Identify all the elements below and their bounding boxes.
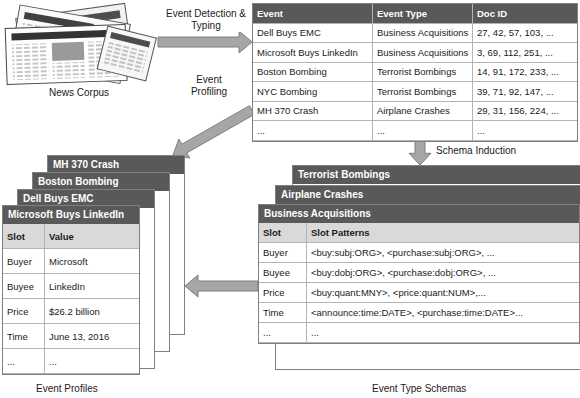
newspaper-illustration: [0, 0, 160, 88]
table-cell: Dell Buys EMC: [253, 24, 373, 43]
table-cell: Buyee: [259, 263, 307, 282]
table-cell: ...: [259, 323, 307, 342]
table-row: Buyee<buy:dobj:ORG>, <purchase:dobj:ORG>…: [259, 263, 579, 283]
table-row: Price<buy:quant:MNY>, <price:quant:NUM>,…: [259, 283, 579, 303]
table-row: BuyeeLinkedIn: [3, 274, 139, 299]
table-row: MH 370 CrashAirplane Crashes29, 31, 156,…: [253, 102, 577, 122]
table-cell: Boston Bombing: [253, 63, 373, 82]
block-arrow: [158, 31, 252, 53]
header-cell: Event: [253, 4, 373, 23]
table-row: Dell Buys EMCBusiness Acquisitions27, 42…: [253, 24, 577, 44]
table-row: BuyerMicrosoft: [3, 249, 139, 274]
table-card: Microsoft Buys LinkedInSlotValueBuyerMic…: [2, 205, 140, 375]
table-cell: MH 370 Crash: [253, 102, 373, 121]
table-row: ......: [3, 349, 139, 374]
table-card: Business AcquisitionsSlotSlot PatternsBu…: [258, 204, 580, 344]
card-title: Airplane Crashes: [276, 186, 580, 204]
table-cell: Terrorist Bombings: [373, 82, 473, 101]
table-cell: <announce:time:DATE>, <purchase:time:DAT…: [307, 303, 579, 322]
table-row: ......: [259, 323, 579, 343]
table-cell: Buyer: [3, 249, 45, 273]
header-cell: Slot: [259, 223, 307, 242]
table-cell: <buy:dobj:ORG>, <purchase:dobj:ORG>, ...: [307, 263, 579, 282]
table-cell: Business Acquisitions: [373, 43, 473, 62]
table-cell: Microsoft: [45, 249, 139, 273]
table-cell: <buy:subj:ORG>, <purchase:subj:ORG>, ...: [307, 243, 579, 262]
edge-label: Event Detection & Typing: [163, 8, 249, 32]
table-card: EventEvent TypeDoc IDDell Buys EMCBusine…: [252, 3, 578, 142]
card-title: Business Acquisitions: [259, 205, 579, 223]
header-cell: Slot Patterns: [307, 223, 579, 242]
table-cell: Airplane Crashes: [373, 102, 473, 121]
header-row: SlotSlot Patterns: [259, 223, 579, 243]
header-cell: Value: [45, 224, 139, 248]
table-cell: ...: [3, 349, 45, 373]
table-row: Microsoft Buys LinkedInBusiness Acquisit…: [253, 43, 577, 63]
table-cell: Microsoft Buys LinkedIn: [253, 43, 373, 62]
table-cell: Time: [3, 324, 45, 348]
card-title: Microsoft Buys LinkedIn: [3, 206, 139, 224]
table-cell: 39, 71, 92, 147, ...: [473, 82, 577, 101]
stack-caption: Event Profiles: [36, 383, 98, 394]
header-cell: Doc ID: [473, 4, 577, 23]
header-cell: Event Type: [373, 4, 473, 23]
table-cell: 3, 69, 112, 251, ...: [473, 43, 577, 62]
table-cell: June 13, 2016: [45, 324, 139, 348]
table-row: Time<announce:time:DATE>, <purchase:time…: [259, 303, 579, 323]
table-cell: LinkedIn: [45, 274, 139, 298]
table-cell: ...: [373, 121, 473, 140]
table-cell: <buy:quant:MNY>, <price:quant:NUM>,...: [307, 283, 579, 302]
table-cell: Buyee: [3, 274, 45, 298]
illustration-caption: News Corpus: [0, 87, 158, 98]
block-arrow: [173, 106, 255, 158]
table-cell: ...: [307, 323, 579, 342]
table-row: .........: [253, 121, 577, 141]
table-cell: Price: [259, 283, 307, 302]
edge-label: Event Profiling: [180, 74, 238, 98]
table-cell: 14, 91, 172, 233, ...: [473, 63, 577, 82]
table-cell: ...: [473, 121, 577, 140]
header-cell: Slot: [3, 224, 45, 248]
table-cell: ...: [45, 349, 139, 373]
table-cell: 29, 31, 156, 224, ...: [473, 102, 577, 121]
block-arrow: [409, 142, 431, 166]
table-cell: Terrorist Bombings: [373, 63, 473, 82]
table-cell: ...: [253, 121, 373, 140]
table-cell: Price: [3, 299, 45, 323]
header-row: EventEvent TypeDoc ID: [253, 4, 577, 24]
table-row: NYC BombingTerrorist Bombings39, 71, 92,…: [253, 82, 577, 102]
table-cell: 27, 42, 57, 103, ...: [473, 24, 577, 43]
stack-caption: Event Type Schemas: [372, 383, 466, 394]
table-row: TimeJune 13, 2016: [3, 324, 139, 349]
corpus-illustration: News Corpus: [0, 0, 158, 100]
table-cell: $26.2 billion: [45, 299, 139, 323]
card-title: Terrorist Bombings: [293, 166, 580, 184]
header-row: SlotValue: [3, 224, 139, 249]
edge-label: Schema Induction: [436, 145, 516, 157]
table-cell: Buyer: [259, 243, 307, 262]
table-row: Boston BombingTerrorist Bombings14, 91, …: [253, 63, 577, 83]
table-cell: NYC Bombing: [253, 82, 373, 101]
table-row: Price$26.2 billion: [3, 299, 139, 324]
block-arrow: [185, 275, 258, 297]
table-cell: Time: [259, 303, 307, 322]
table-row: Buyer<buy:subj:ORG>, <purchase:subj:ORG>…: [259, 243, 579, 263]
table-cell: Business Acquisitions: [373, 24, 473, 43]
